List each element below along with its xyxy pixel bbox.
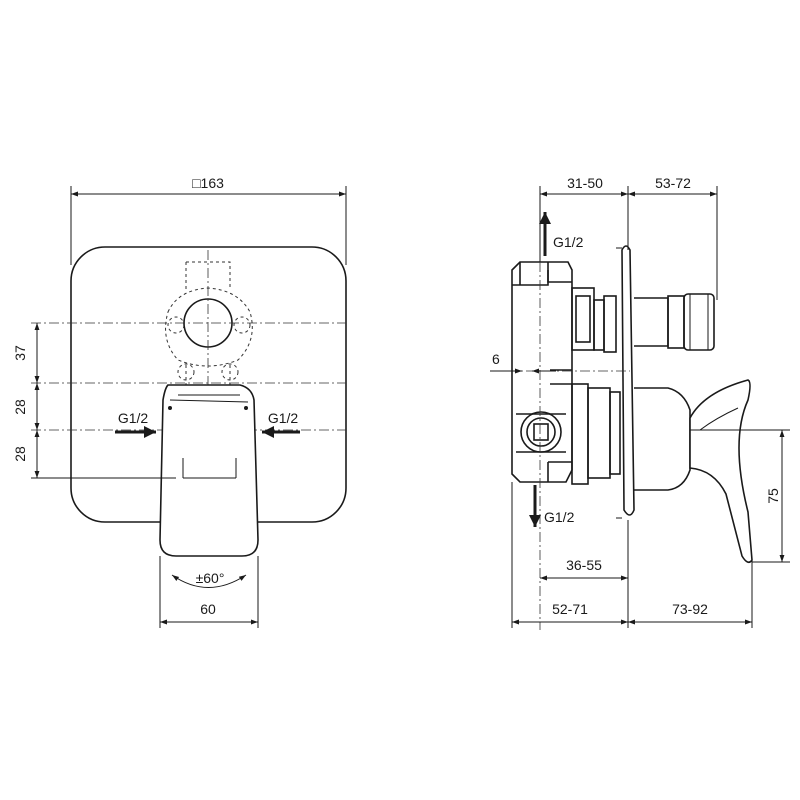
inlet-left-label: G1/2 (118, 410, 149, 426)
dimension-73-92: 73-92 (672, 601, 708, 617)
inlet-right-label: G1/2 (268, 410, 299, 426)
dimension-52-71: 52-71 (552, 601, 588, 617)
mixer-lever-side (634, 379, 753, 564)
dimension-53-72: 53-72 (655, 175, 691, 191)
dimension-28-lower: 28 (12, 446, 28, 462)
dimension-75: 75 (765, 488, 781, 504)
handle-width-dimension: 60 (200, 601, 216, 617)
dimension-6: 6 (492, 351, 500, 367)
rotation-arc (171, 574, 247, 588)
wall-plate (621, 245, 635, 516)
outlet-bottom-label: G1/2 (544, 509, 575, 525)
dimension-37: 37 (12, 345, 28, 361)
valve-body (511, 261, 621, 485)
dimension-28-upper: 28 (12, 399, 28, 415)
mixer-handle (159, 384, 259, 557)
diverter-knob-side (634, 293, 715, 351)
dimension-31-50: 31-50 (567, 175, 603, 191)
outlet-top-label: G1/2 (553, 234, 584, 250)
width-dimension: □163 (192, 175, 224, 191)
rotation-label: ±60° (196, 570, 225, 586)
side-view: 31-50 53-72 G1/2 (490, 175, 790, 630)
dimension-36-55: 36-55 (566, 557, 602, 573)
front-view: □163 (12, 175, 347, 628)
